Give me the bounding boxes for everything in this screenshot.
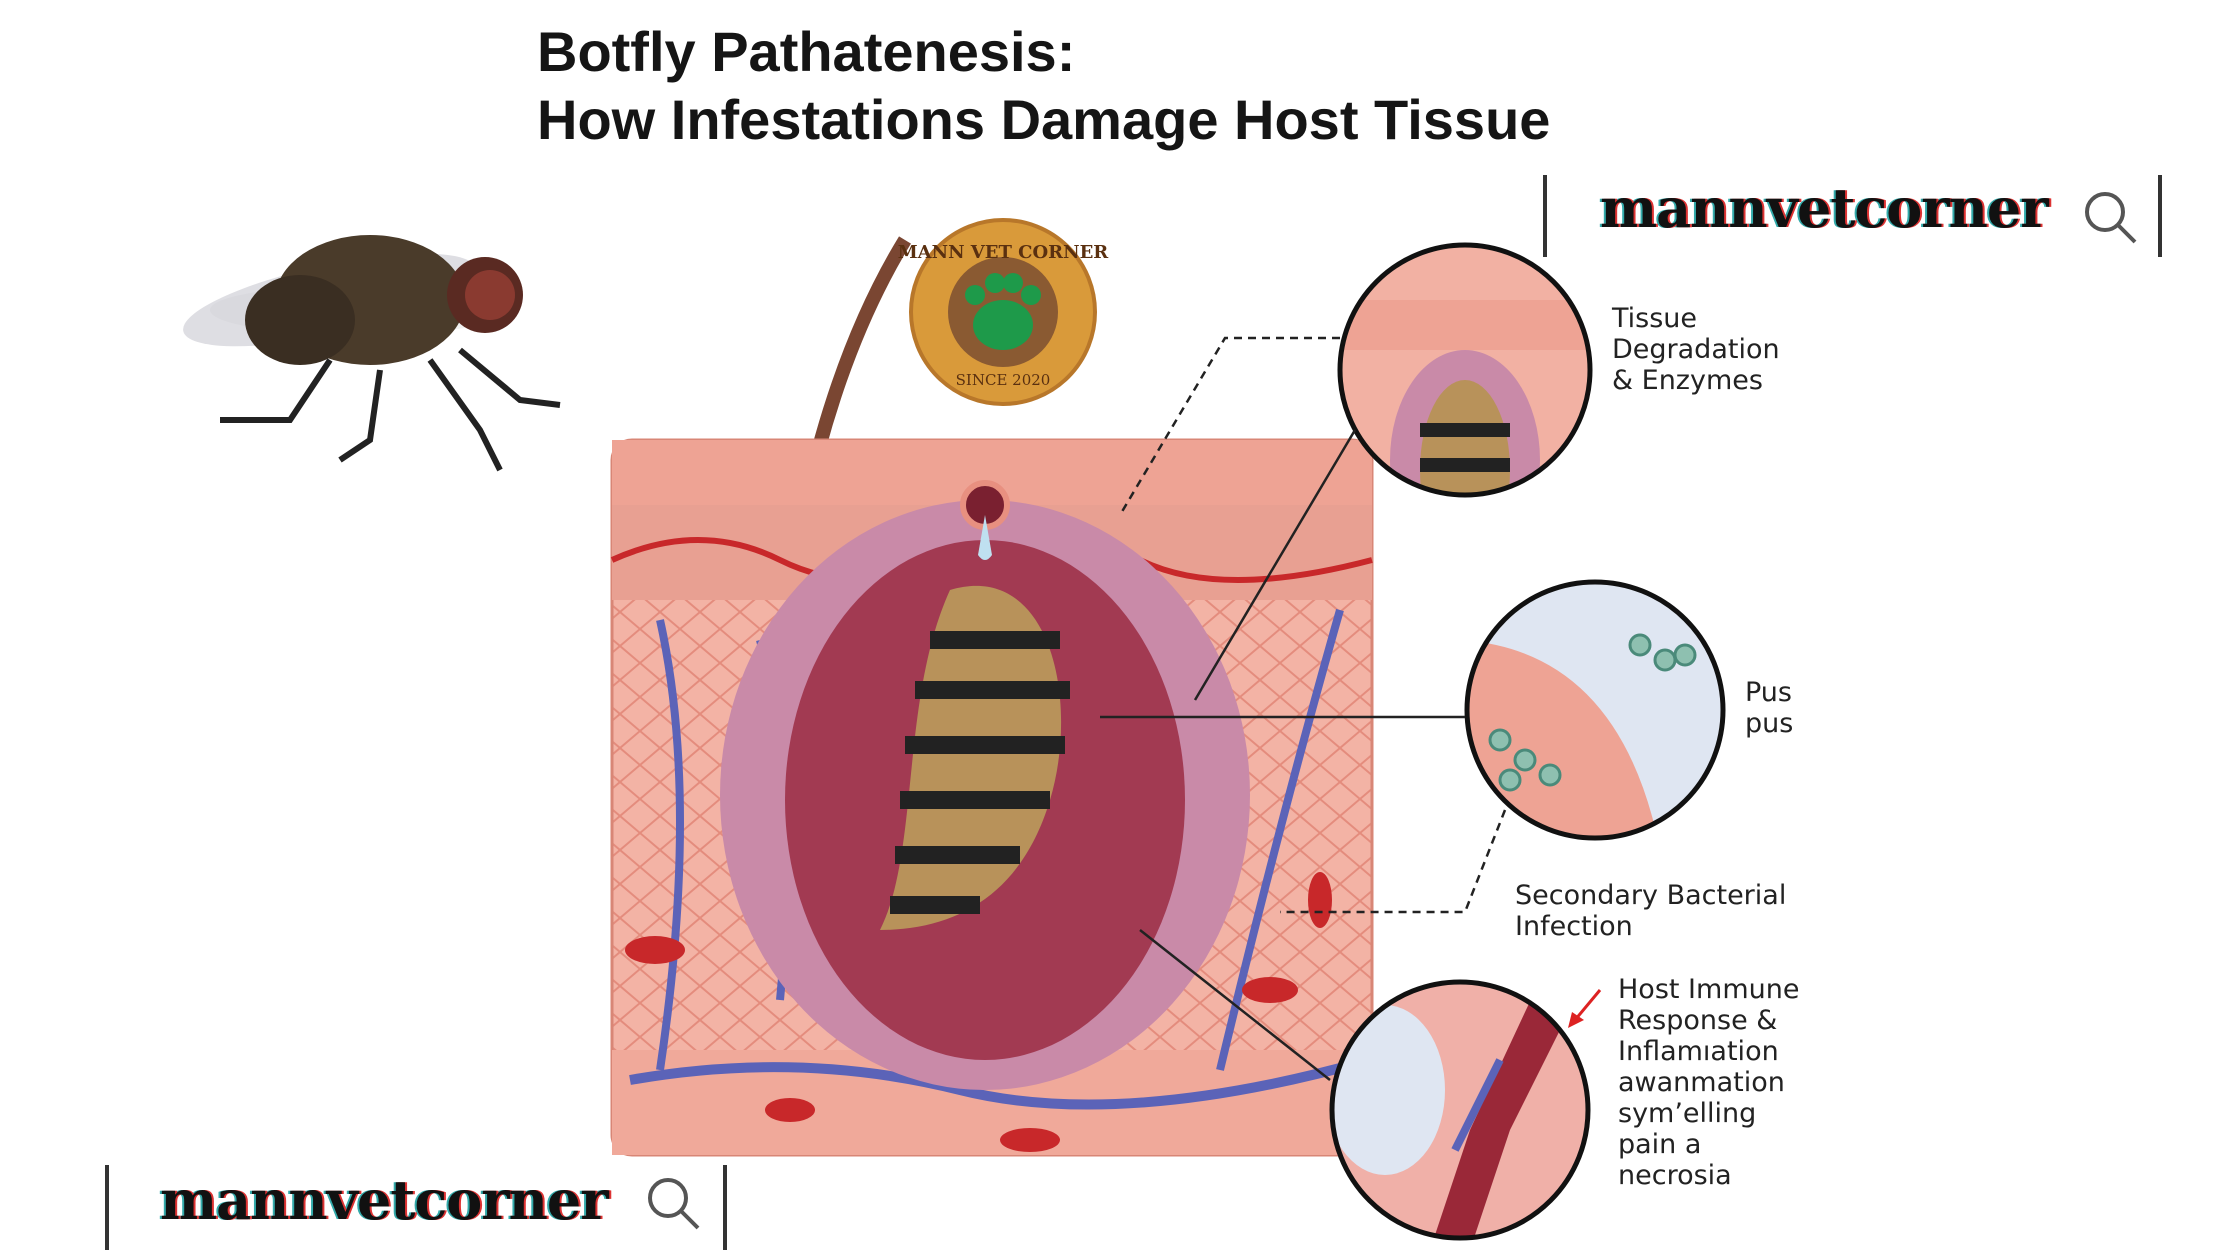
zoom-circle-pus — [1464, 579, 1726, 841]
divider — [2158, 175, 2162, 257]
divider — [723, 1165, 727, 1250]
zoom-circle-tissue — [1337, 242, 1593, 498]
red-arrow — [1573, 989, 1602, 1021]
larva — [880, 585, 1062, 930]
search-icon[interactable] — [648, 1178, 700, 1230]
title-line-2: How Infestations Damage Host Tissue — [537, 88, 1551, 151]
search-icon[interactable] — [2085, 192, 2137, 244]
mann-vet-corner-logo: MANN VET CORNER SINCE 2020 — [898, 218, 1110, 406]
watermark-bottom: mannvetcorner — [160, 1168, 609, 1232]
watermark-top: mannvetcorner — [1600, 176, 2049, 240]
title-line-1: Botfly Pathatenesis: — [537, 20, 1076, 83]
svg-text:SINCE 2020: SINCE 2020 — [956, 371, 1051, 389]
leader-lines — [1100, 336, 1507, 1081]
botfly-image — [183, 235, 561, 472]
svg-text:MANN VET CORNER: MANN VET CORNER — [898, 242, 1110, 263]
page-title: Botfly Pathatenesis: How Infestations Da… — [537, 18, 1550, 154]
skin-cross-section — [610, 438, 1374, 1157]
divider — [1543, 175, 1547, 257]
zoom-circle-immune — [1329, 979, 1591, 1241]
divider — [105, 1165, 109, 1250]
